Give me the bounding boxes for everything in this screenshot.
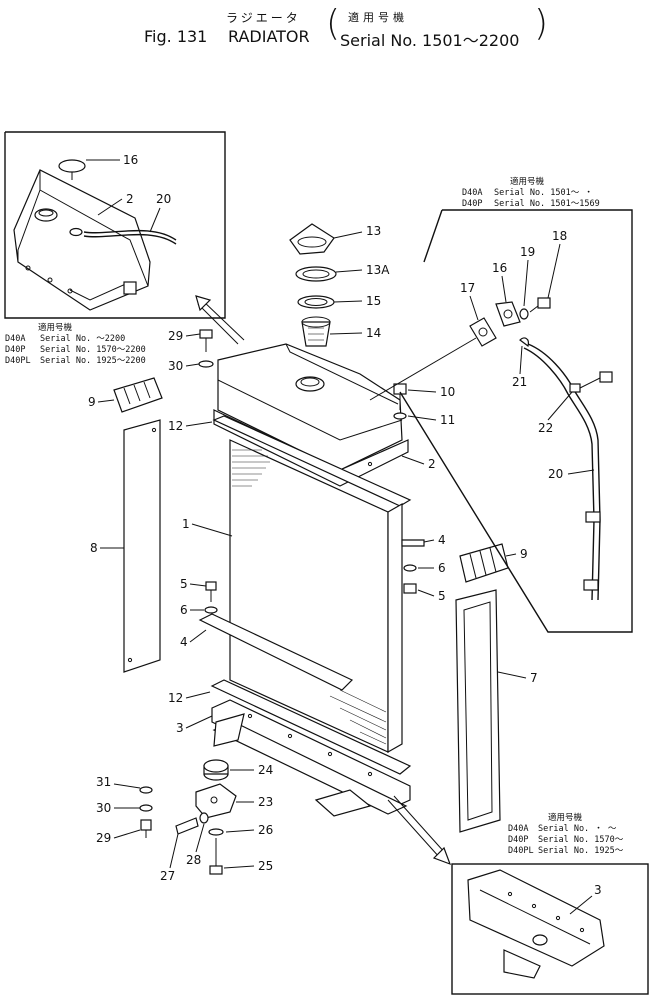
louver-right: 9 (459, 543, 528, 583)
left-paren: ( (326, 3, 341, 44)
figure-header: ラジエータ ( 適用号機 Fig. 131 RADIATOR Serial No… (0, 0, 654, 60)
serial-japanese: 適用号機 (348, 11, 408, 24)
callout-6-right: 6 (438, 561, 446, 575)
inset-right: 17 16 19 18 21 22 20 (399, 209, 633, 633)
callout-6-left: 6 (180, 603, 188, 617)
right-paren: ) (534, 3, 549, 44)
callout-12-top: 12 (168, 419, 183, 433)
side-frame-right: 7 (455, 589, 538, 833)
callout-5-right: 5 (438, 589, 446, 603)
callout-22: 22 (538, 421, 553, 435)
callout-20-right: 20 (548, 467, 563, 481)
svg-text:D40A: D40A (462, 188, 482, 198)
svg-text:Serial No. 1501～ ・: Serial No. 1501～ ・ (494, 188, 593, 198)
callout-29-bottom: 29 (96, 831, 111, 845)
callout-12-bottom: 12 (168, 691, 183, 705)
callout-9-right: 9 (520, 547, 528, 561)
callout-2: 2 (126, 192, 134, 206)
svg-text:適用号機: 適用号機 (510, 176, 545, 187)
callout-10: 10 (440, 385, 455, 399)
callout-13: 13 (366, 224, 381, 238)
callout-16-right: 16 (492, 261, 507, 275)
mount-assembly: 23 31 30 29 26 25 28 27 (96, 775, 273, 883)
pointer-arrow-top (195, 295, 245, 345)
serial-note-top-left: 適用号機 D40A Serial No. ～2200 D40P Serial N… (5, 322, 146, 366)
callout-23: 23 (258, 795, 273, 809)
callout-8: 8 (90, 541, 98, 555)
gasket-top: 12 (168, 415, 412, 507)
svg-text:適用号機: 適用号機 (548, 812, 583, 823)
callout-14: 14 (366, 326, 381, 340)
louver-left: 9 (88, 377, 163, 413)
callout-3-main: 3 (176, 721, 184, 735)
callout-31: 31 (96, 775, 111, 789)
inset-bottom-right: 3 (451, 863, 649, 995)
serial-note-bottom-right: 適用号機 D40A Serial No. ・ ～ D40P Serial No.… (508, 812, 624, 856)
side-plate-left: 8 (90, 419, 161, 673)
pointer-arrow-bottom (387, 795, 452, 866)
callout-25: 25 (258, 859, 273, 873)
svg-text:D40P: D40P (462, 199, 482, 209)
leader-to-inset (369, 337, 477, 401)
svg-text:D40A: D40A (508, 824, 528, 834)
callout-26: 26 (258, 823, 273, 837)
support-bar-left: 4 (180, 613, 354, 691)
cap-stack: 13 13A 15 14 (289, 223, 390, 347)
serial-range: Serial No. 1501～2200 (340, 31, 520, 50)
svg-text:Serial No. 1570～2200: Serial No. 1570～2200 (40, 345, 146, 355)
svg-text:D40A: D40A (5, 334, 25, 344)
callout-7: 7 (530, 671, 538, 685)
figure-title: RADIATOR (228, 27, 310, 46)
callout-2-main: 2 (428, 457, 436, 471)
bolt-washer-left: 5 6 (180, 577, 218, 617)
callout-18: 18 (552, 229, 567, 243)
svg-text:Serial No. ・ ～: Serial No. ・ ～ (538, 824, 617, 834)
callout-5-left: 5 (180, 577, 188, 591)
callout-9-left: 9 (88, 395, 96, 409)
callout-24: 24 (258, 763, 273, 777)
svg-text:Serial No. 1570～: Serial No. 1570～ (538, 835, 624, 845)
radiator-core: 1 (182, 439, 403, 754)
cushion-24: 24 (203, 759, 273, 781)
callout-15: 15 (366, 294, 381, 308)
callout-27: 27 (160, 869, 175, 883)
callout-16: 16 (123, 153, 138, 167)
callout-17: 17 (460, 281, 475, 295)
svg-text:D40PL: D40PL (5, 356, 31, 366)
bolt-washer-10-11: 10 11 (393, 383, 455, 427)
core-fins-bottom (329, 689, 387, 745)
callout-29-top: 29 (168, 329, 183, 343)
svg-text:Serial No. 1925～: Serial No. 1925～ (538, 846, 624, 856)
bolt-washer-top: 29 30 (168, 329, 214, 373)
callout-4-left: 4 (180, 635, 188, 649)
callout-30-top: 30 (168, 359, 183, 373)
svg-text:D40P: D40P (5, 345, 25, 355)
bolt-washer-right: 4 6 5 (401, 533, 446, 603)
callout-1: 1 (182, 517, 190, 531)
figure-number: Fig. 131 (144, 27, 208, 46)
callout-3-inset: 3 (594, 883, 602, 897)
callout-20: 20 (156, 192, 171, 206)
core-fins-top (232, 449, 270, 487)
inset-top-left: 16 2 20 (4, 131, 226, 319)
svg-text:Serial No. 1925～2200: Serial No. 1925～2200 (40, 356, 146, 366)
callout-21: 21 (512, 375, 527, 389)
callout-30-bottom: 30 (96, 801, 111, 815)
callout-19: 19 (520, 245, 535, 259)
callout-13a: 13A (366, 263, 390, 277)
lower-tank: 12 3 (168, 679, 412, 817)
callout-11: 11 (440, 413, 455, 427)
svg-text:D40P: D40P (508, 835, 528, 845)
svg-text:適用号機: 適用号機 (38, 322, 73, 333)
callout-4-right: 4 (438, 533, 446, 547)
serial-note-right: 適用号機 D40A Serial No. 1501～ ・ D40P Serial… (462, 176, 600, 209)
upper-tank: 2 (213, 343, 436, 487)
svg-text:D40PL: D40PL (508, 846, 534, 856)
svg-text:Serial No. 1501～1569: Serial No. 1501～1569 (494, 199, 600, 209)
svg-text:Serial No. ～2200: Serial No. ～2200 (40, 334, 125, 344)
callout-28: 28 (186, 853, 201, 867)
title-japanese: ラジエータ (226, 11, 301, 25)
